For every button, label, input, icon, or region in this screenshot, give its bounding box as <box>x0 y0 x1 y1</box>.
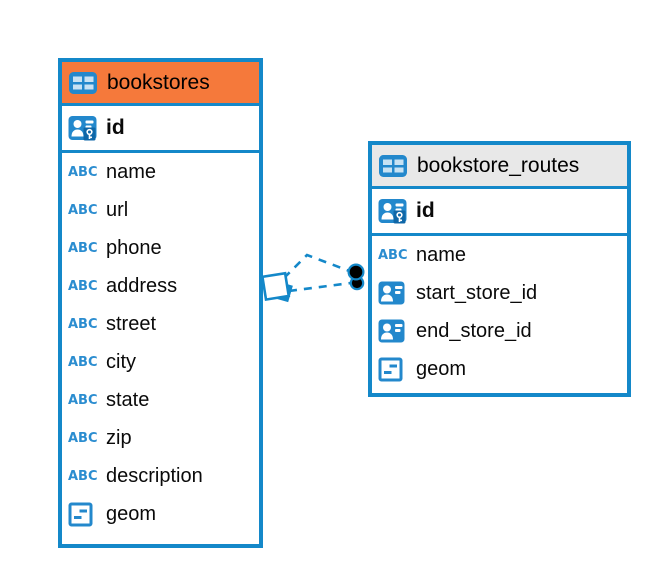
table-title: bookstores <box>107 70 210 94</box>
column-name: name <box>416 243 467 266</box>
column-name: phone <box>106 236 162 259</box>
text-icon: ABC <box>68 202 98 218</box>
column-row-name[interactable]: ABC name <box>62 153 259 191</box>
column-name: address <box>106 274 178 297</box>
column-row-id[interactable]: id <box>372 189 627 236</box>
primary-key-icon <box>68 115 100 141</box>
text-icon: ABC <box>68 278 98 294</box>
column-name: zip <box>106 426 132 449</box>
relationship-line-end-store[interactable] <box>288 281 352 293</box>
column-row-city[interactable]: ABC city <box>62 343 259 381</box>
relationship-line-start-store[interactable] <box>283 253 353 279</box>
text-icon: ABC <box>68 392 98 408</box>
column-row-geom[interactable]: geom <box>62 495 259 533</box>
column-row-description[interactable]: ABC description <box>62 457 259 495</box>
column-name: name <box>106 160 157 183</box>
column-name: city <box>106 350 136 373</box>
column-row-state[interactable]: ABC state <box>62 381 259 419</box>
text-icon: ABC <box>68 430 98 446</box>
text-icon: ABC <box>68 316 98 332</box>
column-row-phone[interactable]: ABC phone <box>62 229 259 267</box>
column-row-name[interactable]: ABC name <box>372 236 627 274</box>
geometry-icon <box>68 502 100 527</box>
column-row-start_store_id[interactable]: start_store_id <box>372 274 627 312</box>
column-name: street <box>106 312 157 335</box>
text-icon: ABC <box>68 468 98 484</box>
column-name: description <box>106 464 203 487</box>
column-row-zip[interactable]: ABC zip <box>62 419 259 457</box>
table-header-bookstores[interactable]: bookstores <box>62 62 259 106</box>
column-name: url <box>106 198 129 221</box>
primary-key-icon <box>378 198 410 224</box>
column-name: id <box>106 116 125 139</box>
table-header-bookstore-routes[interactable]: bookstore_routes <box>372 145 627 189</box>
column-row-street[interactable]: ABC street <box>62 305 259 343</box>
column-row-end_store_id[interactable]: end_store_id <box>372 312 627 350</box>
column-row-id[interactable]: id <box>62 106 259 153</box>
table-icon <box>378 154 410 178</box>
column-name: start_store_id <box>416 281 538 304</box>
text-icon: ABC <box>68 164 98 180</box>
column-row-address[interactable]: ABC address <box>62 267 259 305</box>
relationship-diamond-endpoints[interactable] <box>260 271 293 303</box>
column-row-url[interactable]: ABC url <box>62 191 259 229</box>
table-icon <box>68 71 100 95</box>
table-title: bookstore_routes <box>417 153 580 177</box>
column-name: state <box>106 388 150 411</box>
column-name: end_store_id <box>416 319 532 342</box>
column-name: geom <box>106 502 157 525</box>
geometry-icon <box>378 357 410 382</box>
reference-icon <box>378 319 410 343</box>
column-name: id <box>416 199 435 222</box>
text-icon: ABC <box>68 354 98 370</box>
text-icon: ABC <box>378 247 408 263</box>
reference-icon <box>378 281 410 305</box>
column-row-geom[interactable]: geom <box>372 350 627 388</box>
text-icon: ABC <box>68 240 98 256</box>
column-name: geom <box>416 357 467 380</box>
relationship-dot-endpoints[interactable] <box>347 263 365 291</box>
